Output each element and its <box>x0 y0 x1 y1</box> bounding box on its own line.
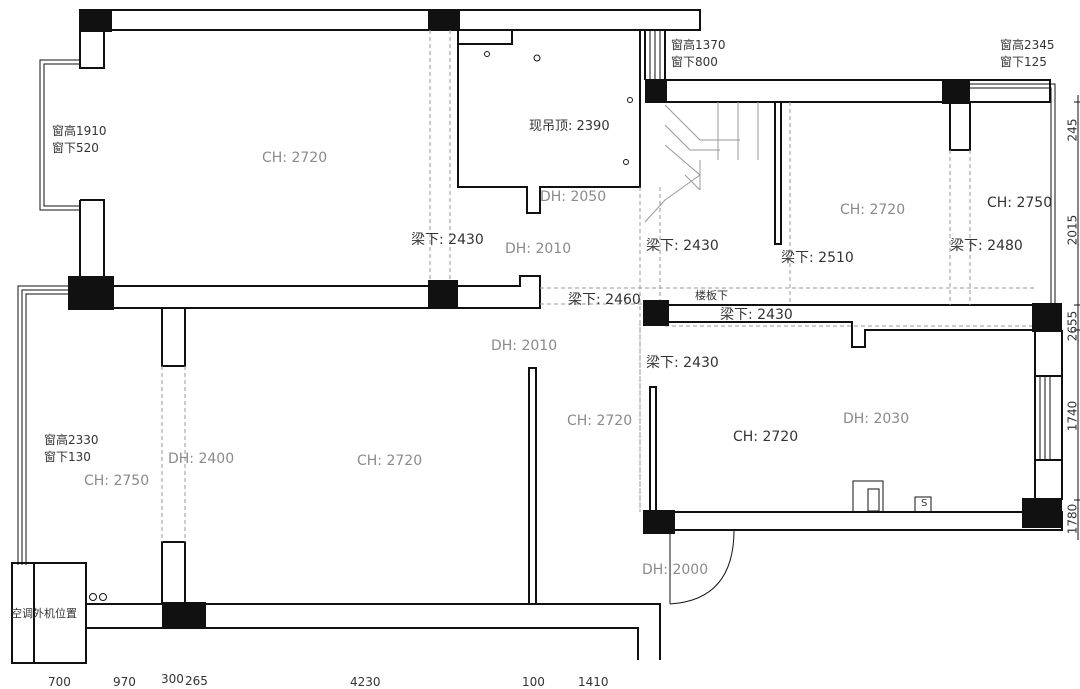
window-sill: 窗下520 <box>52 141 99 155</box>
partition-mid <box>528 367 537 605</box>
window-sill: 窗下130 <box>44 450 91 464</box>
window-annotation-left-bottom: 窗高2330 窗下130 <box>44 432 99 466</box>
beam-height-label: 梁下: 2430 <box>411 232 484 248</box>
door-height-label: DH: 2010 <box>491 338 558 354</box>
beam-height-label: 梁下: 2460 <box>568 292 641 308</box>
ceiling-height-label: CH: 2720 <box>733 429 799 445</box>
columns <box>68 10 1062 628</box>
wall-kitchen <box>457 30 641 214</box>
wall-bottom-b <box>86 627 639 660</box>
ceiling-light-4 <box>623 159 629 165</box>
ceiling-light-3 <box>627 97 633 103</box>
drain-2 <box>99 593 107 601</box>
window-height: 窗高1370 <box>671 38 726 52</box>
ceiling-height-label: CH: 2750 <box>84 473 150 489</box>
wall-kitchen-inner <box>457 30 513 45</box>
dimension-label: 300 <box>161 672 184 686</box>
door-height-label: DH: 2000 <box>642 562 709 578</box>
dimension-label: 265 <box>185 674 208 688</box>
ac-position-label: 空调外机位置 <box>11 607 77 620</box>
dimension-label: 2015 <box>1065 214 1080 246</box>
window-annotation-left-top: 窗高1910 窗下520 <box>52 123 107 157</box>
drain-1 <box>89 593 97 601</box>
door-swing <box>669 529 735 605</box>
fixtures <box>89 51 932 601</box>
ceiling-height-label: CH: 2720 <box>567 413 633 429</box>
dimension-label: 1740 <box>1065 400 1080 432</box>
beam-height-label: 梁下: 2510 <box>781 250 854 266</box>
beam-height-label: 梁下: 2430 <box>646 355 719 371</box>
socket-icon: S <box>921 498 928 509</box>
wall-top <box>79 9 701 31</box>
right-dim-line <box>1074 95 1080 540</box>
ceiling-light-2 <box>533 54 541 62</box>
window-annotation-top-mid: 窗高1370 窗下800 <box>671 37 726 71</box>
window-annotation-top-right: 窗高2345 窗下125 <box>1000 37 1055 71</box>
wall-left-upper-b <box>79 199 105 286</box>
partition-stair <box>774 101 782 245</box>
wall-bottom <box>86 603 661 660</box>
ceiling-light-1 <box>484 51 490 57</box>
wall-tr-stub <box>949 102 971 151</box>
window-sill: 窗下125 <box>1000 55 1047 69</box>
under-slab-label: 楼板下 <box>695 289 728 302</box>
wall-bottom-stub <box>161 541 186 604</box>
wall-left-upper <box>79 30 105 69</box>
beam-height-label: 梁下: 2430 <box>646 238 719 254</box>
ceiling-height-label: CH: 2720 <box>262 150 328 166</box>
window-height: 窗高2330 <box>44 433 99 447</box>
walls <box>11 9 1063 664</box>
beam-height-label: 梁下: 2480 <box>950 238 1023 254</box>
window-sill: 窗下800 <box>671 55 718 69</box>
dimension-label: 970 <box>113 675 136 689</box>
dashed-lines <box>161 30 1035 542</box>
ceiling-height-label: CH: 2720 <box>840 202 906 218</box>
dimension-label: 4230 <box>350 675 381 689</box>
wall-middle <box>89 275 541 309</box>
stairs <box>644 102 759 223</box>
existing-ceiling-label: 现吊顶: 2390 <box>529 119 610 134</box>
dimension-label: 1410 <box>578 675 609 689</box>
dimension-label: 2655 <box>1065 310 1080 342</box>
beam-height-label: 梁下: 2430 <box>720 307 793 323</box>
wall-middle-stub <box>161 308 186 367</box>
dimension-label: 700 <box>48 675 71 689</box>
dimension-label: 1780 <box>1065 503 1080 535</box>
window-lines <box>17 30 1056 565</box>
dimension-label: 245 <box>1065 118 1080 142</box>
ceiling-height-label: CH: 2720 <box>357 453 423 469</box>
window-height: 窗高2345 <box>1000 38 1055 52</box>
window-height: 窗高1910 <box>52 124 107 138</box>
door-height-label: DH: 2400 <box>168 451 235 467</box>
door-height-label: DH: 2050 <box>540 189 607 205</box>
dimension-label: 100 <box>522 675 545 689</box>
wall-top-right <box>645 79 1051 103</box>
ceiling-height-label: CH: 2750 <box>987 195 1053 211</box>
socket <box>914 496 932 513</box>
partition-right <box>649 386 657 513</box>
wall-right-bottom <box>644 511 1063 531</box>
door-height-label: DH: 2010 <box>505 241 572 257</box>
door-height-label: DH: 2030 <box>843 411 910 427</box>
boiler <box>852 480 884 513</box>
